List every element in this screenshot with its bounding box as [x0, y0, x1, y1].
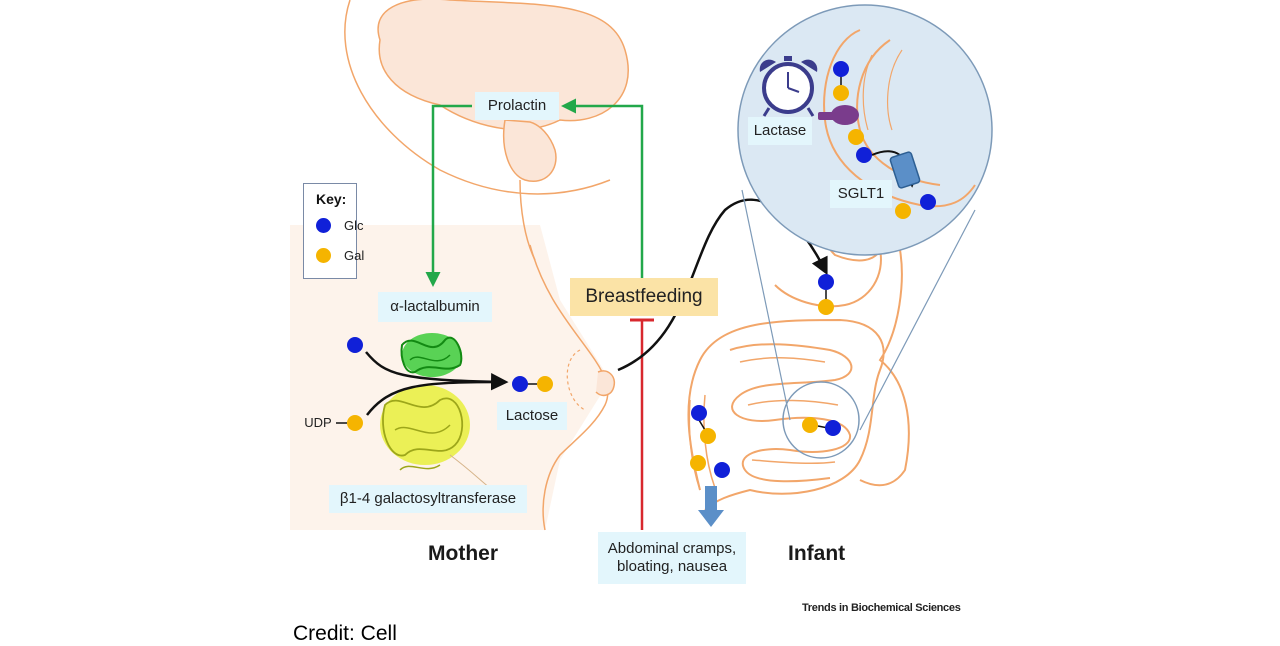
- sglt1-transporter-icon: [889, 151, 921, 189]
- breastfeeding-label: Breastfeeding: [570, 278, 718, 316]
- colon-gal-molecule-2: [690, 455, 706, 471]
- villus-texture: [862, 49, 903, 131]
- symptoms-label: Abdominal cramps, bloating, nausea: [598, 532, 746, 584]
- key-glc-label: Glc: [344, 218, 364, 233]
- breastfeeding-to-prolactin-arrow: [561, 98, 644, 280]
- mother-head-outline: [344, 0, 611, 195]
- lactose-gal-molecule: [537, 376, 553, 392]
- absorbed-glc-molecule: [920, 194, 936, 210]
- alarm-clock-icon: [759, 56, 818, 117]
- mother-breast-outline: [529, 244, 609, 531]
- lactose-glc-molecule: [512, 376, 528, 392]
- key-gal-swatch: [316, 248, 331, 263]
- key-gal-label: Gal: [344, 248, 365, 263]
- infant-caption: Infant: [788, 542, 846, 565]
- prolactin-label: Prolactin: [475, 92, 559, 120]
- credit-text: Credit: Cell: [293, 622, 397, 645]
- prolactin-to-lactalbumin-arrow: [425, 104, 472, 287]
- lactase-enzyme-icon: [818, 105, 859, 125]
- infant-body-outline: [859, 249, 910, 487]
- sglt1-label: SGLT1: [830, 180, 892, 208]
- infant-large-intestine: [687, 318, 885, 511]
- mother-tissue-shading: [290, 225, 610, 530]
- symptoms-label-line2: bloating, nausea: [616, 558, 728, 575]
- villus-glc-molecule: [833, 61, 849, 77]
- intestine-gal-molecule: [802, 417, 818, 433]
- udp-label: UDP: [304, 415, 332, 431]
- villus-outer: [823, 29, 976, 208]
- galactosyltransferase-protein-icon: [380, 385, 470, 471]
- lactase-label: Lactase: [748, 117, 812, 145]
- infant-small-intestine-inner: [739, 357, 839, 465]
- villus-gal-molecule: [833, 85, 849, 101]
- mother-areola-dashed: [566, 349, 586, 411]
- lactose-label: Lactose: [497, 402, 567, 430]
- gal-molecule: [347, 415, 363, 431]
- legend-key: Key: Glc Gal: [303, 183, 364, 279]
- lactalbumin-label: α-lactalbumin: [378, 292, 492, 322]
- symptoms-label-line1: Abdominal cramps,: [607, 540, 737, 557]
- mother-nipple: [595, 370, 616, 397]
- zoom-line-left: [741, 189, 791, 421]
- gal-to-lactose-arrow: [366, 380, 501, 416]
- alpha-lactalbumin-protein-icon: [400, 333, 463, 377]
- colon-gal-molecule: [700, 428, 716, 444]
- cleaved-gal-molecule: [848, 129, 864, 145]
- zoom-line-right: [859, 209, 976, 431]
- absorbed-gal-molecule: [895, 203, 911, 219]
- colon-glc-molecule: [691, 405, 707, 421]
- mother-caption: Mother: [428, 542, 498, 565]
- glc-molecule: [347, 337, 363, 353]
- journal-name: Trends in Biochemical Sciences: [802, 602, 961, 614]
- colon-glc-molecule-2: [714, 462, 730, 478]
- mother-brainstem: [503, 119, 557, 183]
- infant-small-intestine: [729, 343, 853, 483]
- cleaved-glc-molecule: [856, 147, 872, 163]
- stomach-gal-molecule: [818, 299, 834, 315]
- galactosyltransferase-label: β1-4 galactosyltransferase: [329, 485, 527, 513]
- excretion-arrow-icon: [698, 486, 724, 527]
- stomach-glc-molecule: [818, 274, 834, 290]
- intestine-focus-circle: [782, 381, 860, 459]
- key-title: Key:: [316, 191, 347, 207]
- key-glc-swatch: [316, 218, 331, 233]
- intestine-glc-molecule: [825, 420, 841, 436]
- mother-brain: [377, 0, 629, 131]
